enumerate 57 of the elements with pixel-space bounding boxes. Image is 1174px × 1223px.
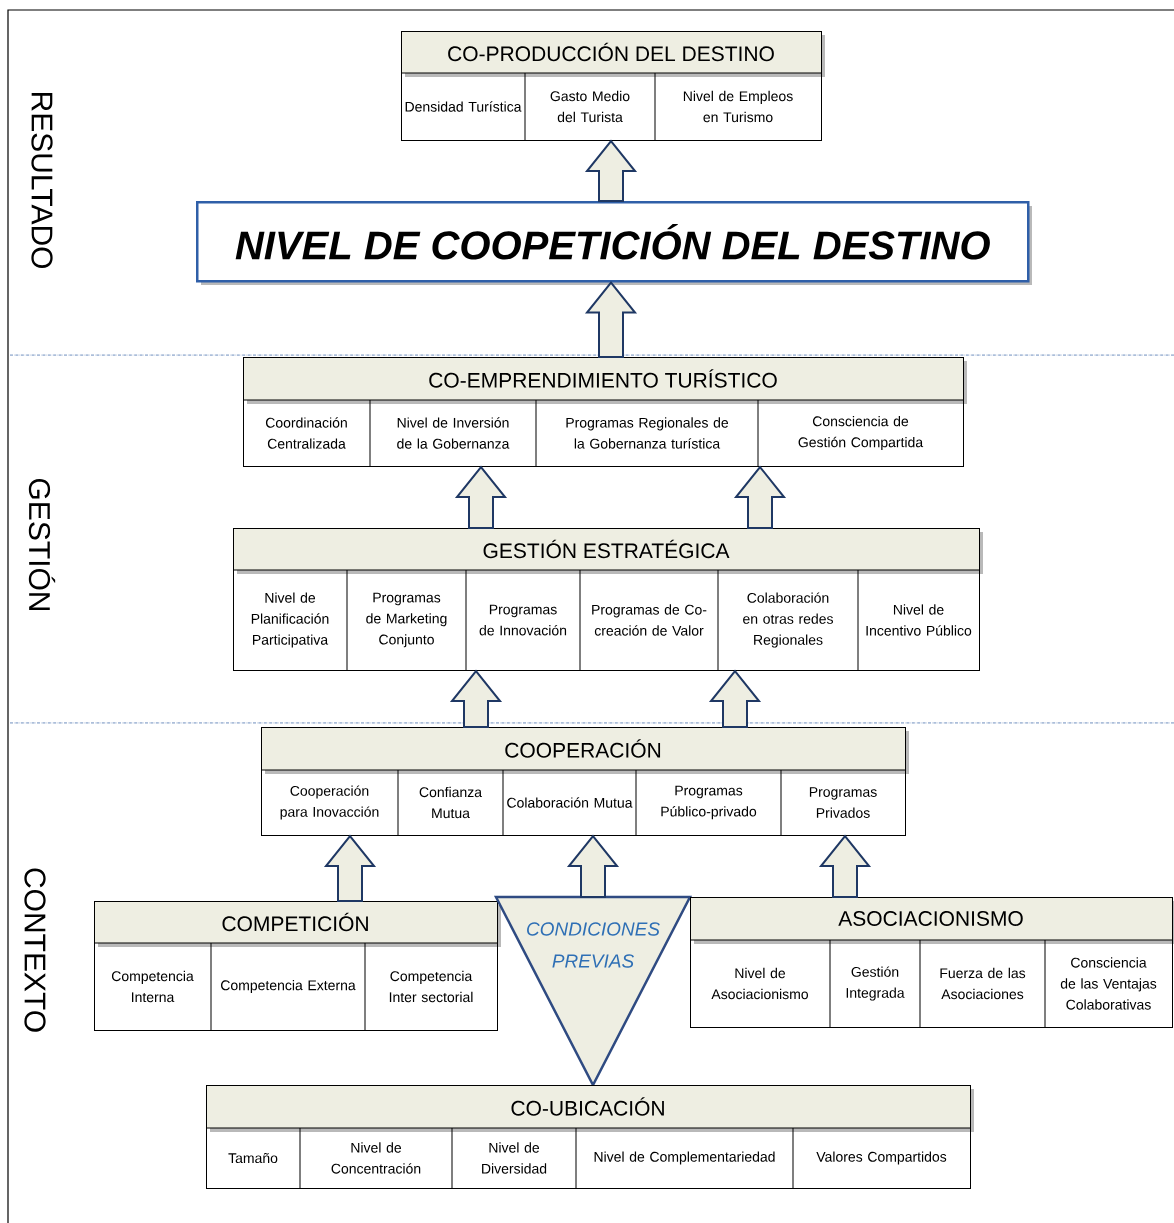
section-label: GESTIÓN <box>28 479 56 611</box>
cell-text: Coordinación Centralizada <box>265 417 347 449</box>
block-arrow <box>733 465 787 529</box>
cell-text: Programas de Co-creación de Valor <box>592 604 707 636</box>
block-arrow <box>566 834 620 898</box>
section-label: CONTEXTO <box>24 868 46 1032</box>
block-arrow <box>449 669 503 728</box>
cell-text: Programas Regionales de la Gobernanza turística <box>566 417 729 449</box>
table-box <box>205 1085 974 1189</box>
cell-text: Competencia Externa <box>221 980 356 994</box>
cell-text: Cooperación para Inovacción <box>280 785 379 820</box>
header-text: CO-PRODUCCIÓN DEL DESTINO <box>448 42 774 62</box>
header-text: COMPETICIÓN <box>222 912 368 932</box>
header-text: CO-UBICACIÓN <box>511 1097 664 1116</box>
cell-text: Programas de Marketing Conjunto <box>366 592 447 648</box>
cell-text: Competencia Interna <box>111 970 194 1003</box>
block-arrow <box>584 280 638 358</box>
cell-text: Programas Privados <box>809 787 877 818</box>
cell-text: Nivel de Incentivo Público <box>866 604 972 636</box>
cell-text: Competencia Inter sectorial <box>389 970 473 1003</box>
title-banner: NIVEL DE COOPETICIÓN DEL DESTINO <box>196 201 1032 285</box>
table-box <box>260 727 909 836</box>
section-label: RESULTADO <box>31 93 53 268</box>
cell-text: Nivel de Asociacionismo <box>711 967 809 1000</box>
cell-text: Nivel de Complementariedad <box>594 1151 775 1165</box>
cell-text: Nivel de Concentración <box>331 1142 421 1174</box>
table-box <box>232 528 983 671</box>
cell-text: Colaboración en otras redes Regionales <box>743 592 833 648</box>
cell-text: Valores Compartidos <box>816 1151 947 1165</box>
cell-text: Programas Público-privado <box>661 785 757 820</box>
cell-text: Consciencia de las Ventajas Colaborativas <box>1060 957 1157 1010</box>
header-text: CO-EMPRENDIMIENTO TURÍSTICO <box>429 369 777 388</box>
cell-text: Nivel de Inversión de la Gobernanza <box>397 417 510 449</box>
header-text: COOPERACIÓN <box>505 739 661 758</box>
cell-text: Confianza Mutua <box>419 786 482 819</box>
header-text: ASOCIACIONISMO <box>838 911 1023 926</box>
cell-text: Nivel de Empleos en Turismo <box>683 90 793 123</box>
table-box <box>93 901 501 1031</box>
cell-text: Gasto Medio del Turista <box>550 90 630 123</box>
header-text: GESTIÓN ESTRATÉGICA <box>483 539 730 559</box>
cell-text: Fuerza de las Asociaciones <box>940 967 1026 1000</box>
table-box <box>689 897 1174 1028</box>
cell-text: Densidad Turística <box>405 101 522 112</box>
block-arrow <box>584 139 638 202</box>
cell-text: Programas de Innovación <box>479 604 567 636</box>
table-box <box>242 357 967 467</box>
block-arrow <box>323 834 377 902</box>
cell-text: Tamaño <box>228 1152 278 1164</box>
cell-text: Gestión Integrada <box>846 966 905 1001</box>
block-arrow <box>454 465 508 529</box>
table-box <box>400 31 825 141</box>
cell-text: Nivel de Diversidad <box>482 1142 547 1174</box>
block-arrow <box>708 669 762 728</box>
block-arrow <box>818 834 872 898</box>
cell-text: Consciencia de Gestión Compartida <box>798 416 924 451</box>
cell-text: Nivel de Planificación Participativa <box>251 592 329 648</box>
cell-text: Colaboración Mutua <box>507 797 633 808</box>
